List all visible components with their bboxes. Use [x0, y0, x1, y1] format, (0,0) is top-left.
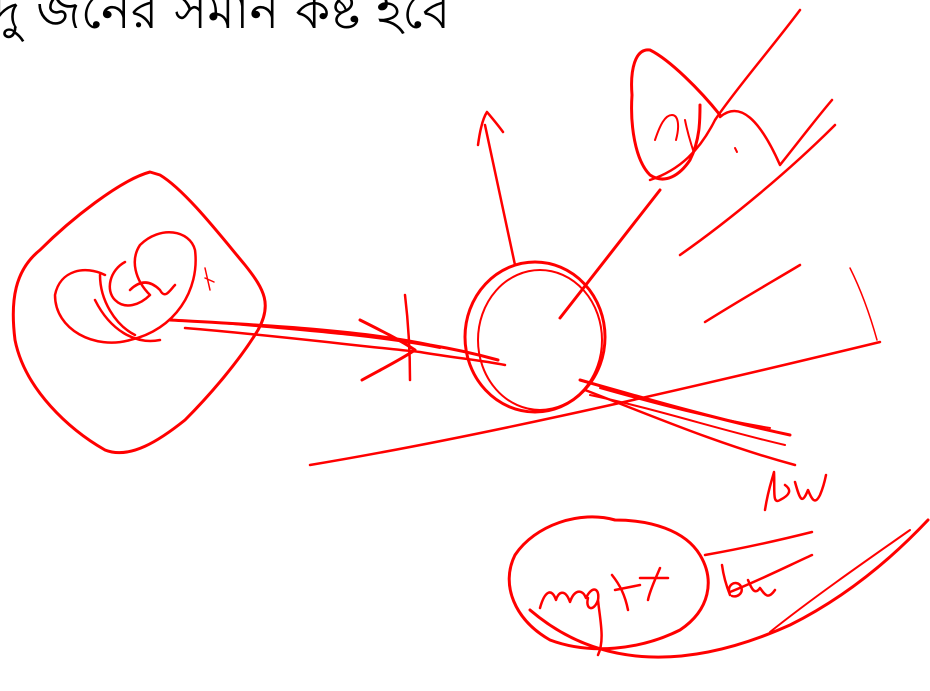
right-line-3 — [850, 268, 877, 340]
fraction-top — [765, 472, 826, 510]
box-mark — [205, 268, 214, 290]
upward-arrowhead — [478, 112, 503, 145]
upper-right-dot — [735, 148, 737, 152]
fraction-bar — [705, 532, 812, 555]
right-line-2 — [705, 265, 800, 322]
upper-right-shape-3 — [720, 100, 832, 165]
lower-circle — [509, 517, 708, 649]
fraction-slash — [770, 530, 910, 632]
upper-right-shape-2 — [650, 10, 800, 180]
upper-right-letter — [655, 115, 693, 150]
incident-ray — [170, 320, 498, 360]
left-rounded-box — [13, 172, 265, 453]
fraction-underline — [730, 555, 812, 592]
box-scribble — [55, 232, 196, 342]
center-circle-2 — [478, 270, 602, 410]
diagonal-ray — [560, 190, 660, 318]
refracted-ray-3 — [590, 395, 785, 445]
ray-tick — [405, 295, 410, 380]
upward-ray — [485, 125, 515, 265]
upper-right-shape — [632, 50, 720, 179]
right-line-1 — [680, 125, 835, 255]
box-scribble-2 — [95, 275, 175, 341]
